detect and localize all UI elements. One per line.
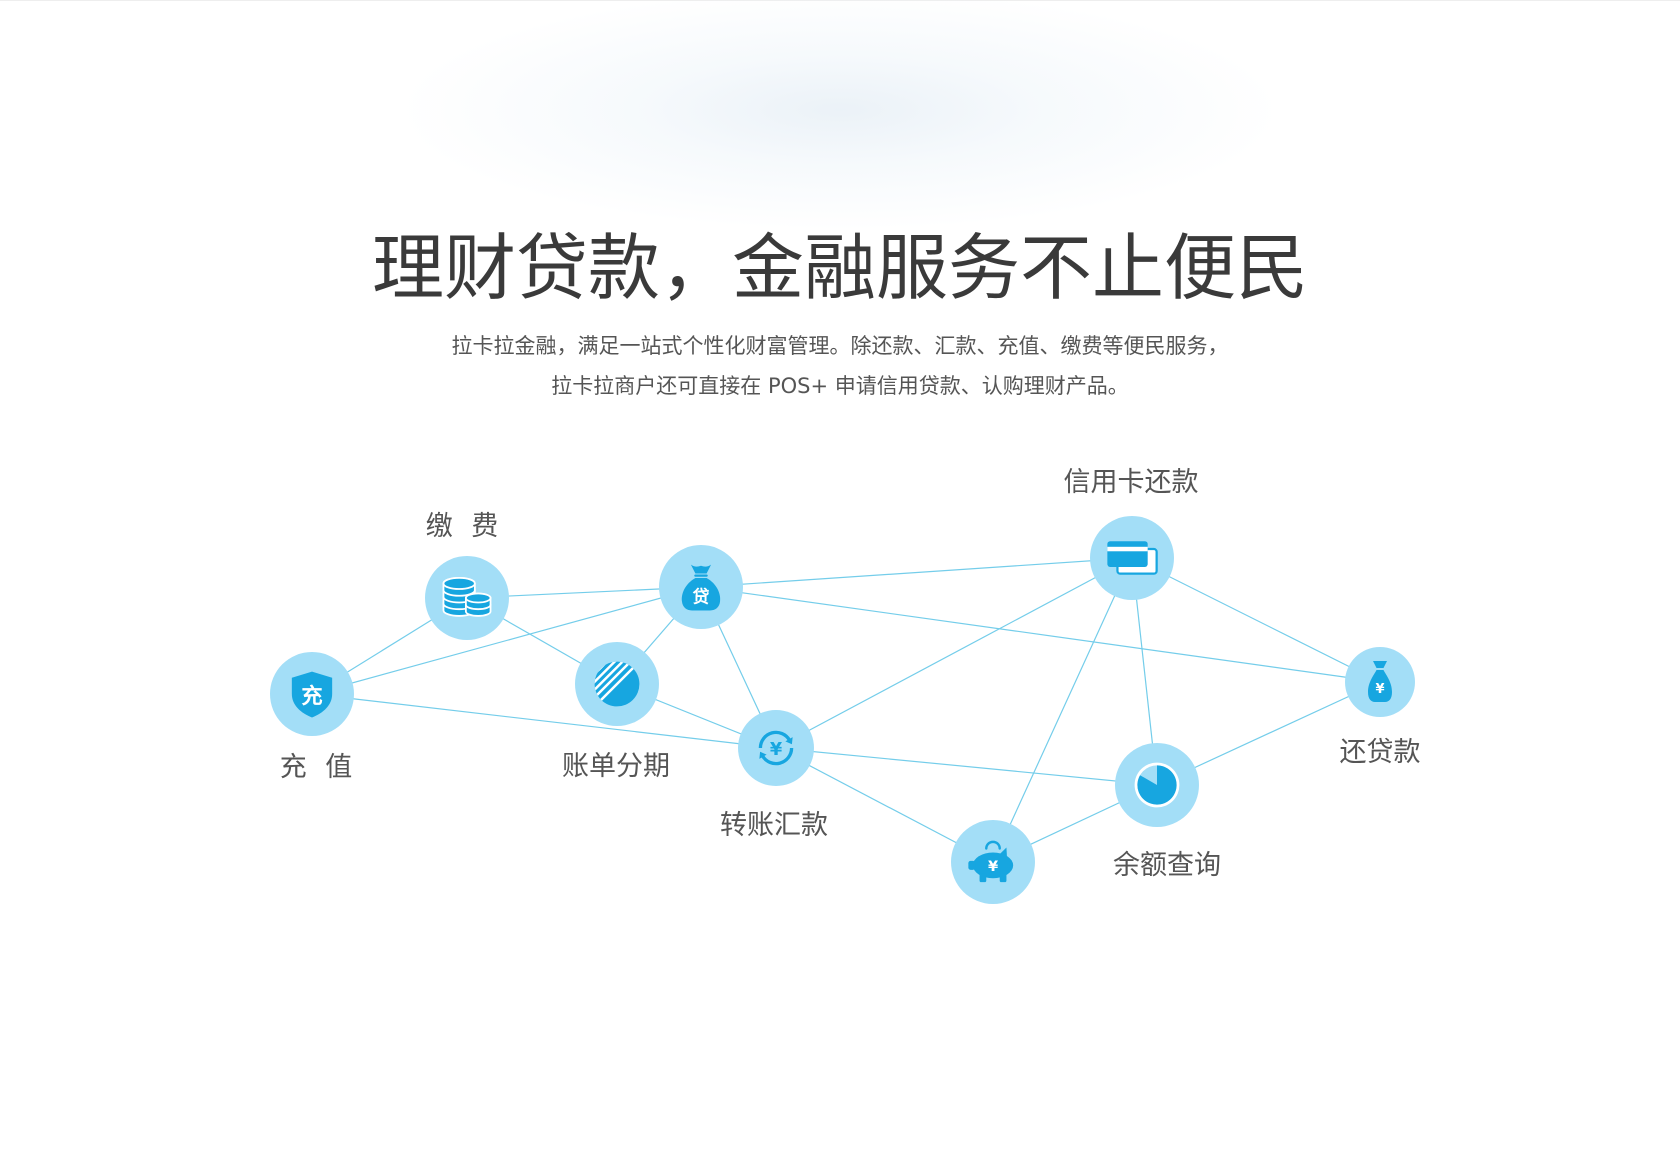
service-node-balance-inquiry: [1115, 743, 1199, 827]
service-link: [775, 747, 1158, 786]
service-node-loan-repayment: ¥: [1345, 647, 1415, 717]
service-link: [700, 586, 1381, 683]
service-node-bill-installment: [575, 642, 659, 726]
service-label-loan-repayment: 还贷款: [1339, 737, 1421, 768]
installment-icon: [594, 661, 640, 707]
service-link: [992, 557, 1133, 863]
service-label-credit-card-repayment: 信用卡还款: [1063, 467, 1199, 498]
loan-bag-icon: 贷: [681, 564, 721, 611]
icon-glyph: ¥: [988, 858, 998, 875]
subtitle-line-1: 拉卡拉金融，满足一站式个性化财富管理。除还款、汇款、充值、缴费等便民服务，: [451, 334, 1229, 358]
service-link: [1131, 557, 1381, 683]
service-label-top-up: 充 值: [279, 752, 353, 783]
service-label-bill-installment: 账单分期: [562, 751, 670, 782]
page-title: 理财贷款，金融服务不止便民: [371, 226, 1308, 310]
icon-glyph: ¥: [770, 740, 783, 760]
subtitle-line-2: 拉卡拉商户还可直接在 POS+ 申请信用贷款、认购理财产品。: [551, 374, 1129, 398]
piggy-bank-icon: ¥: [968, 840, 1014, 883]
background-cloud: [400, 0, 1280, 230]
money-bag-icon: ¥: [1368, 661, 1392, 702]
icon-glyph: 充: [301, 683, 322, 709]
service-link: [700, 557, 1133, 588]
service-node-savings: ¥: [951, 820, 1035, 904]
shield-icon: 充: [291, 671, 333, 718]
service-node-payment: [425, 556, 509, 640]
yuan-transfer-icon: ¥: [758, 730, 794, 766]
coin-stack-icon: [442, 576, 492, 617]
service-node-transfer: ¥: [738, 710, 814, 786]
credit-card-icon: [1107, 541, 1158, 575]
service-link: [775, 557, 1133, 749]
service-node-loan: 贷: [659, 545, 743, 629]
service-node-credit-card-repayment: [1090, 516, 1174, 600]
service-label-payment: 缴 费: [425, 511, 499, 542]
service-label-transfer: 转账汇款: [720, 810, 828, 841]
icon-glyph: 贷: [693, 587, 710, 607]
service-node-top-up: 充: [270, 652, 354, 736]
service-label-balance-inquiry: 余额查询: [1113, 850, 1221, 881]
pie-chart-icon: [1134, 762, 1180, 808]
icon-glyph: ¥: [1375, 682, 1384, 697]
service-link: [311, 586, 702, 695]
service-link: [311, 693, 777, 749]
